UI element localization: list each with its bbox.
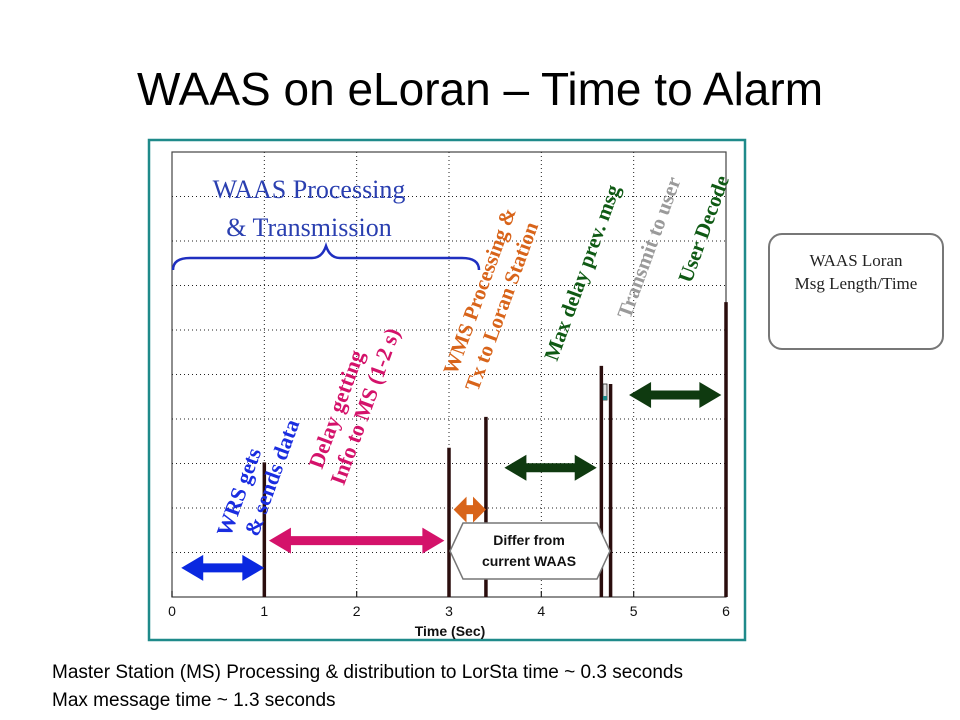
note-max-message-time: Max message time ~ 1.3 seconds xyxy=(52,690,336,711)
interval-arrow-head-right xyxy=(422,527,445,554)
slide-title: WAAS on eLoran – Time to Alarm xyxy=(136,63,824,115)
interval-arrow-head-left xyxy=(181,554,204,581)
tick-label: 6 xyxy=(722,603,730,619)
tick-label: 3 xyxy=(445,603,453,619)
legend-line-2: Msg Length/Time xyxy=(794,274,918,293)
bracket-label-line-1: WAAS Processing xyxy=(213,175,406,204)
legend-box: WAAS Loran Msg Length/Time xyxy=(768,233,944,350)
interval-arrow-head-left xyxy=(453,496,467,523)
differ-label-line-2: current WAAS xyxy=(482,553,576,569)
tick-label: 0 xyxy=(168,603,176,619)
tick-label: 2 xyxy=(353,603,361,619)
interval-arrows xyxy=(181,381,722,581)
differ-label-line-1: Differ from xyxy=(493,532,565,548)
interval-arrow-head-right xyxy=(473,496,486,523)
interval-arrow-head-left xyxy=(504,454,527,481)
transmit-marker-icon xyxy=(602,383,608,401)
interval-arrow-head-right xyxy=(242,554,265,581)
x-axis-label: Time (Sec) xyxy=(415,623,486,639)
interval-arrow-head-left xyxy=(629,381,652,408)
interval-arrow-head-right xyxy=(699,381,722,408)
legend-text: WAAS Loran Msg Length/Time xyxy=(770,249,942,295)
note-ms-processing: Master Station (MS) Processing & distrib… xyxy=(52,662,683,683)
tick-labels: 0 1 2 3 4 5 6 xyxy=(168,603,730,619)
tick-label: 5 xyxy=(630,603,638,619)
interval-arrow-head-left xyxy=(268,527,291,554)
tick-label: 4 xyxy=(537,603,545,619)
differ-from-waas-callout xyxy=(449,522,611,580)
interval-arrow xyxy=(504,454,597,481)
tick-label: 1 xyxy=(260,603,268,619)
waas-processing-bracket xyxy=(171,242,481,271)
legend-line-1: WAAS Loran xyxy=(809,251,903,270)
interval-arrow-head-right xyxy=(574,454,597,481)
interval-arrow xyxy=(181,554,265,581)
interval-arrow xyxy=(453,496,486,523)
interval-arrow xyxy=(268,527,445,554)
interval-arrow xyxy=(629,381,722,408)
bracket-label-line-2: & Transmission xyxy=(226,213,391,242)
